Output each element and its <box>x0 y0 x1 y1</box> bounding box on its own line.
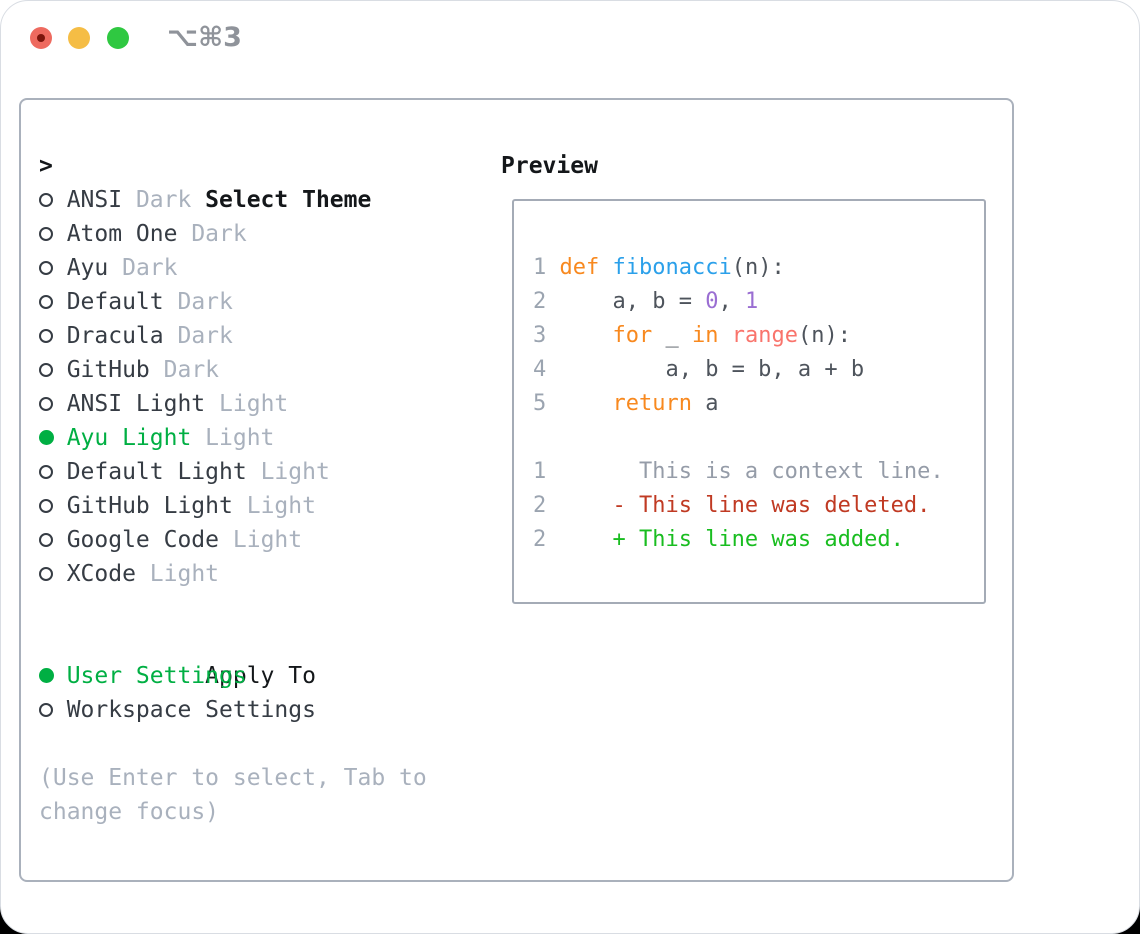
option-variant-label: Dark <box>191 221 247 247</box>
window-titlebar: ⌥⌘3 <box>1 1 1139 71</box>
radio-unselected-icon <box>39 329 53 343</box>
theme-option[interactable]: Ayu Light Light <box>39 421 484 455</box>
apply-to-header: Apply To <box>39 625 484 689</box>
radio-unselected-icon <box>39 261 53 275</box>
option-variant-label: Light <box>232 527 303 553</box>
option-label: Default Light <box>66 459 247 485</box>
option-label: ANSI Light <box>66 391 206 417</box>
apply-to-option[interactable]: Workspace Settings <box>39 693 484 727</box>
radio-unselected-icon <box>39 465 53 479</box>
apply-to-option[interactable]: User Settings <box>39 659 484 693</box>
help-text-line: (Use Enter to select, Tab to <box>39 765 427 791</box>
radio-unselected-icon <box>39 567 53 581</box>
option-label: GitHub Light <box>66 493 233 519</box>
close-button[interactable] <box>30 27 52 49</box>
theme-option[interactable]: Dracula Dark <box>39 319 484 353</box>
radio-unselected-icon <box>39 499 53 513</box>
code-line: 2 + This line was added. <box>533 527 904 552</box>
option-variant-label: Dark <box>177 323 233 349</box>
option-variant-label: Dark <box>122 255 178 281</box>
code-line: 2 - This line was deleted. <box>533 493 931 518</box>
option-variant-label: Light <box>205 425 275 451</box>
theme-option[interactable]: Default Dark <box>39 285 484 319</box>
preview-code-box: 1 def fibonacci(n): 2 a, b = 0, 1 3 for _ … <box>512 199 986 604</box>
theme-option[interactable]: XCode Light <box>39 557 484 591</box>
code-line: 4 a, b = b, a + b <box>533 357 865 382</box>
radio-unselected-icon <box>39 193 53 207</box>
option-label: Workspace Settings <box>66 697 316 723</box>
window-title: ⌥⌘3 <box>167 22 242 53</box>
preview-pane: Preview 1 def fibonacci(n): 2 a, b = 0, 1… <box>501 149 1001 604</box>
option-variant-label: Dark <box>177 289 233 315</box>
option-variant-label: Dark <box>135 187 192 213</box>
option-label: Default <box>66 289 164 315</box>
help-text-line: change focus) <box>39 799 220 825</box>
option-variant-label: Light <box>149 561 220 587</box>
option-variant-label: Light <box>246 493 316 519</box>
select-theme-title: Select Theme <box>205 187 372 213</box>
unsaved-changes-dot-icon <box>37 34 45 42</box>
select-theme-header: > Select Theme <box>39 149 484 213</box>
option-label: Atom One <box>66 221 178 247</box>
radio-unselected-icon <box>39 533 53 547</box>
option-label: Dracula <box>66 323 164 349</box>
code-line: 1 def fibonacci(n): <box>533 255 785 280</box>
code-line: 5 return a <box>533 391 719 416</box>
radio-selected-icon <box>39 430 54 445</box>
minimize-button[interactable] <box>68 27 90 49</box>
radio-unselected-icon <box>39 295 53 309</box>
theme-option[interactable]: Google Code Light <box>39 523 484 557</box>
theme-option[interactable]: GitHub Light Light <box>39 489 484 523</box>
code-line <box>533 421 984 455</box>
radio-unselected-icon <box>39 397 53 411</box>
option-label: XCode <box>66 561 136 587</box>
option-variant-label: Dark <box>163 357 220 383</box>
theme-option[interactable]: ANSI Dark <box>39 183 484 217</box>
radio-unselected-icon <box>39 227 53 241</box>
focus-caret-icon: > <box>39 153 53 179</box>
theme-option[interactable]: GitHub Dark <box>39 353 484 387</box>
zoom-button[interactable] <box>107 27 129 49</box>
option-label: GitHub <box>66 357 150 383</box>
theme-option[interactable]: Atom One Dark <box>39 217 484 251</box>
radio-unselected-icon <box>39 363 53 377</box>
code-line: 3 for _ in range(n): <box>533 323 851 348</box>
code-line: 1 This is a context line. <box>533 459 944 484</box>
option-label: User Settings <box>66 663 247 689</box>
option-label: Ayu Light <box>66 425 192 451</box>
theme-option[interactable]: Ayu Dark <box>39 251 484 285</box>
code-line: 2 a, b = 0, 1 <box>533 289 759 314</box>
preview-title: Preview <box>501 153 598 179</box>
option-label: Google Code <box>66 527 220 553</box>
option-label: ANSI <box>66 187 123 213</box>
option-variant-label: Light <box>219 391 289 417</box>
preview-code: 1 def fibonacci(n): 2 a, b = 0, 1 3 for _ … <box>533 251 984 557</box>
theme-option[interactable]: ANSI Light Light <box>39 387 484 421</box>
theme-option[interactable]: Default Light Light <box>39 455 484 489</box>
option-variant-label: Light <box>260 459 330 485</box>
option-label: Ayu <box>66 255 109 281</box>
radio-unselected-icon <box>39 703 53 717</box>
apply-to-title: Apply To <box>205 663 316 689</box>
radio-selected-icon <box>39 668 54 683</box>
